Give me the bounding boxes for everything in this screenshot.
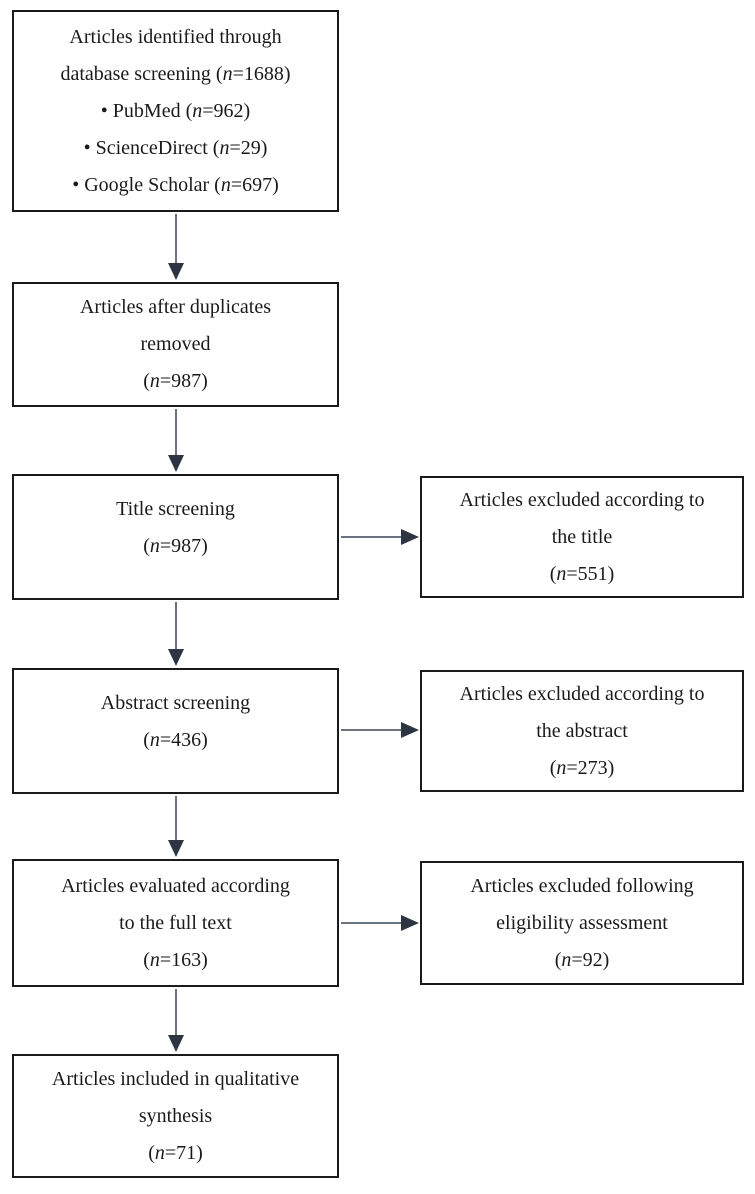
arrow-shaft xyxy=(175,989,177,1037)
arrow-head-down-icon xyxy=(168,649,184,666)
box-line: the title xyxy=(551,525,613,548)
arrow-shaft xyxy=(175,796,177,842)
arrow-shaft xyxy=(341,536,403,538)
arrow-head-right-icon xyxy=(401,915,419,931)
bullet-pubmed: • PubMed (n=962) xyxy=(100,99,251,122)
box-excluded-eligibility: Articles excluded following eligibility … xyxy=(420,861,744,985)
arrow-shaft xyxy=(175,602,177,651)
box-line: eligibility assessment xyxy=(496,911,668,934)
box-line: Articles included in qualitative xyxy=(51,1067,300,1090)
box-line: Articles after duplicates xyxy=(79,296,272,318)
box-excluded-abstract: Articles excluded according to the abstr… xyxy=(420,670,744,792)
arrow-shaft xyxy=(175,409,177,457)
box-line: (n=987) xyxy=(143,370,208,392)
box-line: (n=551) xyxy=(549,562,615,585)
arrow-down-4 xyxy=(168,796,184,857)
box-line: Articles excluded according to xyxy=(459,682,705,705)
arrow-head-down-icon xyxy=(168,1035,184,1052)
box-line: Abstract screening xyxy=(100,692,251,714)
box-line: Articles evaluated according xyxy=(61,874,290,897)
arrow-right-abstract xyxy=(341,722,419,738)
box-line: (n=987) xyxy=(143,535,208,557)
arrow-right-eligibility xyxy=(341,915,419,931)
bullet-google-scholar: • Google Scholar (n=697) xyxy=(72,173,279,196)
box-line: (n=273) xyxy=(549,756,615,779)
arrow-down-1 xyxy=(168,214,184,280)
arrow-shaft xyxy=(175,214,177,265)
box-line: the abstract xyxy=(536,719,628,742)
arrow-down-5 xyxy=(168,989,184,1052)
box-excluded-title: Articles excluded according to the title… xyxy=(420,476,744,598)
box-line: synthesis xyxy=(138,1104,213,1127)
box-line: Articles excluded following xyxy=(470,874,694,897)
arrow-down-2 xyxy=(168,409,184,472)
arrow-head-down-icon xyxy=(168,263,184,280)
arrow-shaft xyxy=(341,729,403,731)
arrow-head-right-icon xyxy=(401,722,419,738)
box-line: Articles identified through xyxy=(69,25,282,48)
box-line: removed xyxy=(140,333,211,355)
box-duplicates-removed: Articles after duplicates removed (n=987… xyxy=(12,282,339,407)
arrow-head-down-icon xyxy=(168,840,184,857)
box-included-synthesis: Articles included in qualitative synthes… xyxy=(12,1054,339,1178)
box-line: Articles excluded according to xyxy=(459,488,705,511)
bullet-sciencedirect: • ScienceDirect (n=29) xyxy=(83,136,268,159)
arrow-down-3 xyxy=(168,602,184,666)
box-line: (n=436) xyxy=(143,729,208,751)
box-line: (n=163) xyxy=(143,948,208,971)
box-line: database screening (n=1688) xyxy=(60,62,291,85)
box-full-text-evaluated: Articles evaluated according to the full… xyxy=(12,859,339,987)
arrow-head-down-icon xyxy=(168,455,184,472)
box-line: (n=71) xyxy=(148,1141,203,1164)
arrow-shaft xyxy=(341,922,403,924)
box-line: to the full text xyxy=(119,911,232,934)
box-line: (n=92) xyxy=(554,948,610,971)
box-line: Title screening xyxy=(116,498,235,520)
arrow-right-title xyxy=(341,529,419,545)
box-title-screening: Title screening (n=987) xyxy=(12,474,339,600)
arrow-head-right-icon xyxy=(401,529,419,545)
box-articles-identified: Articles identified through database scr… xyxy=(12,10,339,212)
box-abstract-screening: Abstract screening (n=436) xyxy=(12,668,339,794)
